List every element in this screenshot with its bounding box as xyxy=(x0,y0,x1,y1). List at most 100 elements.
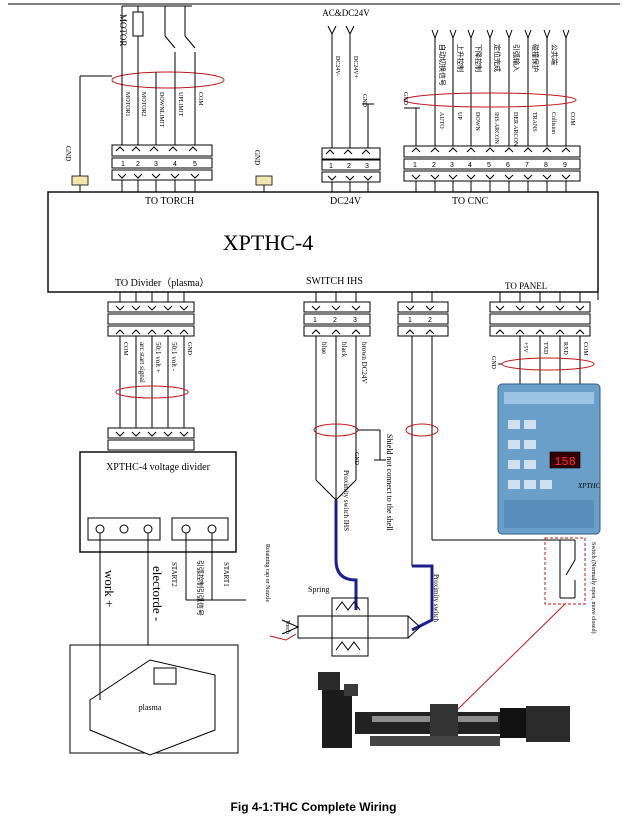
plasma-unit: plasma xyxy=(69,644,239,756)
proximity-ihs-label: Proximity switch IHS xyxy=(342,470,350,531)
pointer-line xyxy=(454,603,566,713)
motor-section: MOTOR xyxy=(79,5,225,176)
panel-wire-1: +5V xyxy=(522,342,528,353)
divider-wire-3: 50:1 volt + xyxy=(154,342,162,373)
torch-connector: 1 2 3 4 5 xyxy=(111,144,213,192)
svg-text:GND: GND xyxy=(353,452,359,466)
svg-text:3: 3 xyxy=(154,161,158,168)
switch-contact-icon xyxy=(565,559,576,576)
panel-model: XPTHC xyxy=(577,482,601,490)
dc-wire-1: DC24V- xyxy=(334,56,340,76)
downlimit-switch-icon xyxy=(164,35,176,49)
cnc-en-4: IHS ARCON xyxy=(493,112,499,145)
cnc-en-6: TRANS xyxy=(531,112,537,132)
start-cn-label: 引弧控制引弧信号 xyxy=(196,560,205,616)
gnd-middle: GND xyxy=(253,150,273,192)
panel-wire-2: TXD xyxy=(542,342,548,355)
cnc-bundle-ring xyxy=(403,92,577,108)
ihs-signal-wire xyxy=(334,500,358,610)
to-torch-label: TO TORCH xyxy=(145,196,194,207)
start2-label: START2 xyxy=(170,562,178,587)
svg-text:1: 1 xyxy=(121,161,125,168)
motor-bundle-ring xyxy=(111,71,225,89)
svg-text:GND: GND xyxy=(402,92,408,106)
svg-text:2: 2 xyxy=(432,162,436,169)
ihs-wire-3: brown DC24V xyxy=(360,342,368,383)
to-cnc-label: TO CNC xyxy=(452,196,489,207)
svg-text:GND: GND xyxy=(361,94,367,108)
torch-assembly: Spring Torch Retaining cap or Nozzle xyxy=(264,544,421,657)
svg-text:9: 9 xyxy=(563,162,567,169)
gnd-left-terminal-icon xyxy=(71,175,89,186)
work-terminal-block xyxy=(87,517,161,541)
work-label: work + xyxy=(102,570,117,607)
dc24v-label: DC24V xyxy=(330,196,362,207)
svg-text:GND: GND xyxy=(490,356,496,370)
to-divider-label: TO Divider（plasma） xyxy=(115,277,210,289)
spring-label: Spring xyxy=(308,585,329,594)
svg-text:8: 8 xyxy=(544,162,548,169)
svg-text:3: 3 xyxy=(450,162,454,169)
cnc-en-5: DER ARCON xyxy=(512,112,518,147)
controller-box xyxy=(47,191,599,293)
ihs-wire-1: blue xyxy=(320,342,328,354)
divider-wire-2: arc start signal xyxy=(138,342,146,383)
controller-title: XPTHC-4 xyxy=(223,230,313,255)
svg-text:1: 1 xyxy=(413,162,417,169)
svg-text:2: 2 xyxy=(347,163,351,170)
plasma-label: plasma xyxy=(139,703,162,712)
torch-wires: MOTOR1 MOTOR2 DOWNLIMIT UPLIMIT COM xyxy=(121,72,203,145)
plasma-machine-icon xyxy=(89,659,216,756)
cnc-en-7: Collision xyxy=(550,112,556,134)
divider-connector: COM arc start signal 50:1 volt + 50:1 vo… xyxy=(107,292,195,451)
gnd-left: GND xyxy=(64,146,89,192)
figure-caption: Fig 4-1:THC Complete Wiring xyxy=(230,800,397,814)
svg-text:6: 6 xyxy=(506,162,510,169)
gnd-middle-terminal-icon xyxy=(255,175,273,186)
svg-text:3: 3 xyxy=(365,163,369,170)
shield-note: Shield not connect to the shell xyxy=(385,434,394,531)
motor-label: MOTOR xyxy=(118,14,128,46)
cnc-en-8: COM xyxy=(569,112,575,126)
cnc-en-3: DOWN xyxy=(474,112,480,131)
torch-lifter-image xyxy=(318,672,570,748)
torch-wire-3: DOWNLIMIT xyxy=(158,92,164,128)
cnc-cn-2: 上升控制 xyxy=(456,44,465,72)
cnc-en-1: AUTO xyxy=(438,112,444,129)
switch-note: Switch (Normally open, move closed) xyxy=(590,542,597,633)
torch-wire-5: COM xyxy=(197,92,203,106)
to-panel-label: TO PANEL xyxy=(505,281,547,291)
divider-wire-1: COM xyxy=(122,342,128,356)
svg-text:7: 7 xyxy=(525,162,529,169)
cnc-section: 自动切换信号 上升控制 下降控制 定位完成 引弧输入 碰撞保护 公共端 GND … xyxy=(402,29,581,192)
spring-icon xyxy=(335,601,361,651)
limit-switch: Switch (Normally open, move closed) xyxy=(544,537,597,633)
divider-wire-4: 50:1 volt - xyxy=(170,342,178,372)
svg-text:2: 2 xyxy=(136,161,140,168)
panel-display: 158 xyxy=(554,455,576,469)
torch-wire-2: MOTOR2 xyxy=(140,92,146,117)
electrode-label: electorde - xyxy=(150,566,165,621)
start-terminal-block xyxy=(171,517,229,541)
power-label: AC&DC24V xyxy=(322,8,370,18)
cnc-cn-4: 定位完成 xyxy=(493,44,502,72)
torch-nozzle-icon xyxy=(269,633,297,641)
svg-text:4: 4 xyxy=(173,161,177,168)
svg-text:5: 5 xyxy=(193,161,197,168)
divider-bundle-ring xyxy=(115,385,189,399)
ihs-wire-2: black xyxy=(340,342,348,358)
torch-wire-1: MOTOR1 xyxy=(124,92,130,117)
cnc-cn-7: 公共端 xyxy=(550,44,559,65)
control-panel: 158 XPTHC xyxy=(497,383,601,535)
cnc-cn-3: 下降控制 xyxy=(474,44,483,72)
uplimit-switch-icon xyxy=(184,35,196,49)
divider-wire-5: GND xyxy=(186,342,192,356)
proximity-signal-wire xyxy=(411,564,434,632)
dc-wire-2: DC24V+ xyxy=(352,56,358,79)
svg-text:1: 1 xyxy=(313,317,317,324)
divider-title: XPTHC-4 voltage divider xyxy=(106,462,211,473)
torch-label: Torch xyxy=(284,620,290,634)
svg-text:4: 4 xyxy=(468,162,472,169)
